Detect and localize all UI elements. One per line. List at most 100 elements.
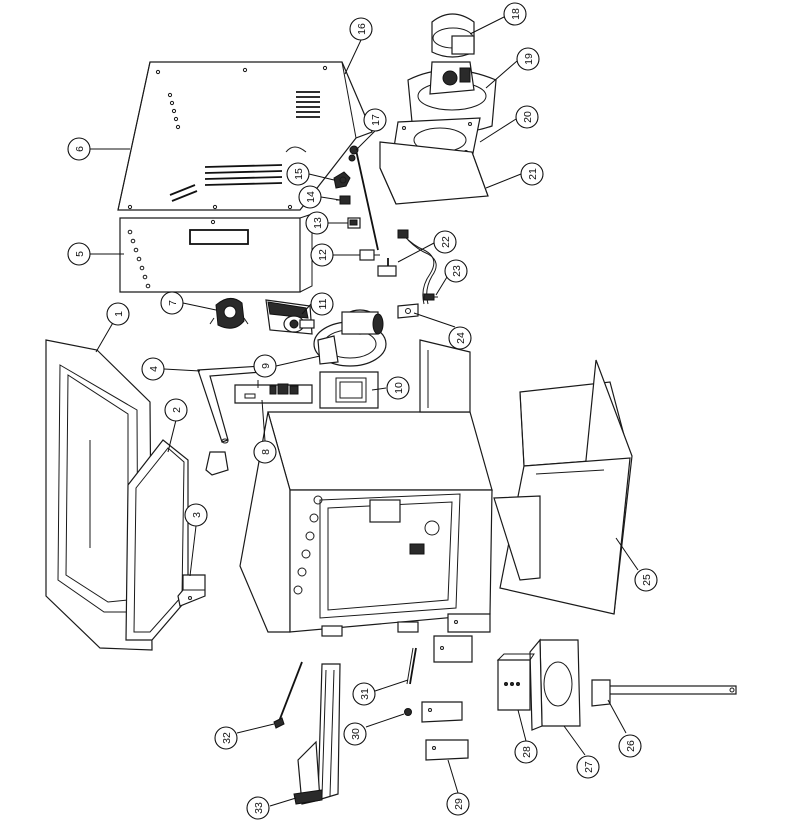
callout-26: 26 <box>618 734 642 758</box>
callout-33: 33 <box>246 796 270 820</box>
svg-text:8: 8 <box>260 449 272 455</box>
connector-23 <box>423 293 438 301</box>
small-bracket <box>205 451 229 476</box>
svg-text:33: 33 <box>253 802 265 814</box>
svg-text:19: 19 <box>523 53 535 65</box>
svg-text:28: 28 <box>521 746 533 758</box>
svg-text:31: 31 <box>359 688 371 700</box>
plates-29 <box>421 613 491 761</box>
svg-text:14: 14 <box>305 191 317 203</box>
svg-text:30: 30 <box>350 728 362 740</box>
callout-14: 14 <box>298 185 322 209</box>
callout-31: 31 <box>352 682 376 706</box>
callout-11: 11 <box>310 292 334 316</box>
callout-1: 1 <box>106 302 130 326</box>
blower-motor-18 <box>431 13 475 58</box>
svg-text:32: 32 <box>221 732 233 744</box>
callout-4: 4 <box>141 357 165 381</box>
screw-holes-top <box>127 65 328 210</box>
vent-slots-top <box>296 91 320 118</box>
leader-lines <box>90 16 639 807</box>
insulation-21 <box>379 141 489 205</box>
probe-17 <box>348 145 379 251</box>
callout-29: 29 <box>446 792 470 816</box>
svg-text:17: 17 <box>370 114 382 126</box>
svg-text:25: 25 <box>641 574 653 586</box>
callout-7: 7 <box>160 291 184 315</box>
svg-text:10: 10 <box>393 382 405 394</box>
svg-text:9: 9 <box>260 363 272 369</box>
rod-4 <box>197 365 263 444</box>
svg-text:26: 26 <box>625 740 637 752</box>
callout-15: 15 <box>286 162 310 186</box>
callout-6: 6 <box>67 137 91 161</box>
svg-text:23: 23 <box>451 265 463 277</box>
svg-text:29: 29 <box>453 798 465 810</box>
firebox-body <box>239 339 493 637</box>
callout-17: 17 <box>363 108 387 132</box>
callout-30: 30 <box>343 722 367 746</box>
bracket-3 <box>177 574 206 607</box>
callout-20: 20 <box>515 105 539 129</box>
igniter-31 <box>406 647 417 685</box>
callout-16: 16 <box>349 17 373 41</box>
svg-text:20: 20 <box>522 111 534 123</box>
hopper-25 <box>493 359 633 615</box>
svg-text:3: 3 <box>191 512 203 518</box>
switch-7 <box>209 298 249 329</box>
glass-panel <box>125 439 189 641</box>
svg-text:16: 16 <box>356 23 368 35</box>
callout-3: 3 <box>184 503 208 527</box>
svg-text:2: 2 <box>171 407 183 413</box>
rails-33 <box>293 663 341 805</box>
svg-text:24: 24 <box>455 332 467 344</box>
switch-13 <box>347 217 361 229</box>
callout-8: 8 <box>253 440 277 464</box>
callout-5: 5 <box>67 242 91 266</box>
callout-24: 24 <box>448 326 472 350</box>
top-cover-panel <box>117 61 373 211</box>
vent-slots-lower <box>169 164 283 202</box>
svg-text:11: 11 <box>317 298 329 309</box>
callout-19: 19 <box>516 47 540 71</box>
rear-panel <box>119 213 313 293</box>
svg-text:12: 12 <box>317 249 329 261</box>
svg-text:15: 15 <box>293 168 305 180</box>
ash-box-27 <box>529 638 581 731</box>
ash-rod-26 <box>591 679 737 707</box>
svg-text:18: 18 <box>510 8 522 20</box>
callout-27: 27 <box>576 755 600 779</box>
convection-blower-19 <box>407 61 497 133</box>
callout-18: 18 <box>503 2 527 26</box>
svg-text:4: 4 <box>148 366 160 372</box>
controller-box-11 <box>265 299 315 335</box>
svg-text:21: 21 <box>527 168 539 180</box>
sensor-15 <box>333 171 351 189</box>
callout-13: 13 <box>305 211 329 235</box>
circuit-board-8 <box>234 380 313 404</box>
svg-text:1: 1 <box>113 311 125 317</box>
svg-text:5: 5 <box>74 251 86 257</box>
callout-2: 2 <box>164 398 188 422</box>
callout-32: 32 <box>214 726 238 750</box>
svg-text:7: 7 <box>167 300 179 306</box>
gasket-10 <box>319 371 379 409</box>
callout-22: 22 <box>433 230 457 254</box>
sensor-12 <box>359 249 380 261</box>
rear-panel-holes <box>127 219 216 289</box>
svg-text:22: 22 <box>440 236 452 248</box>
callout-28: 28 <box>514 740 538 764</box>
callout-9: 9 <box>253 354 277 378</box>
fitting-30 <box>404 708 412 716</box>
callout-12: 12 <box>310 243 334 267</box>
plate-24 <box>397 303 419 319</box>
scraper-32 <box>273 661 303 729</box>
box-28 <box>496 653 535 711</box>
tube-connector <box>377 258 397 277</box>
air-holes <box>293 495 323 595</box>
callout-23: 23 <box>444 259 468 283</box>
callout-10: 10 <box>386 376 410 400</box>
combustion-blower-9 <box>313 309 387 367</box>
